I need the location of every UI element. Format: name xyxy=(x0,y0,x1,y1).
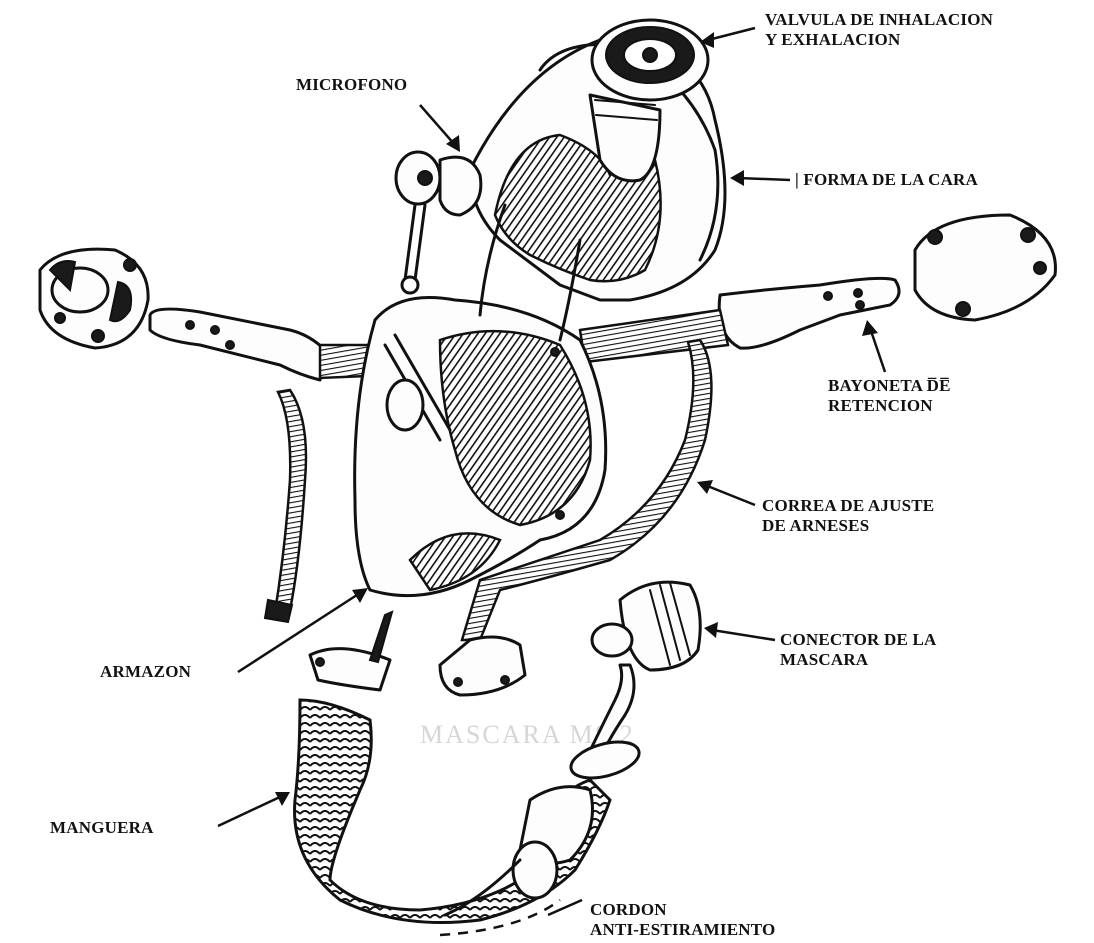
label-manguera: MANGUERA xyxy=(50,818,154,838)
label-valvula: VALVULA DE INHALACION Y EXHALACION xyxy=(765,10,993,50)
mask-connector xyxy=(567,582,700,784)
label-bayoneta: BAYONETA D̅E̅ RETENCION xyxy=(828,376,951,416)
right-cover-plate xyxy=(915,215,1055,320)
left-bayonet xyxy=(150,309,325,380)
label-microfono: MICROFONO xyxy=(296,75,407,95)
label-forma-cara: | FORMA DE LA CARA xyxy=(795,170,978,190)
label-cordon: CORDON ANTI-ESTIRAMIENTO xyxy=(590,900,775,940)
label-correa: CORREA DE AJUSTE DE ARNESES xyxy=(762,496,934,536)
label-conector: CONECTOR DE LA MASCARA xyxy=(780,630,936,670)
left-cover-plate xyxy=(40,249,148,348)
microphone xyxy=(396,152,481,293)
label-armazon: ARMAZON xyxy=(100,662,191,682)
